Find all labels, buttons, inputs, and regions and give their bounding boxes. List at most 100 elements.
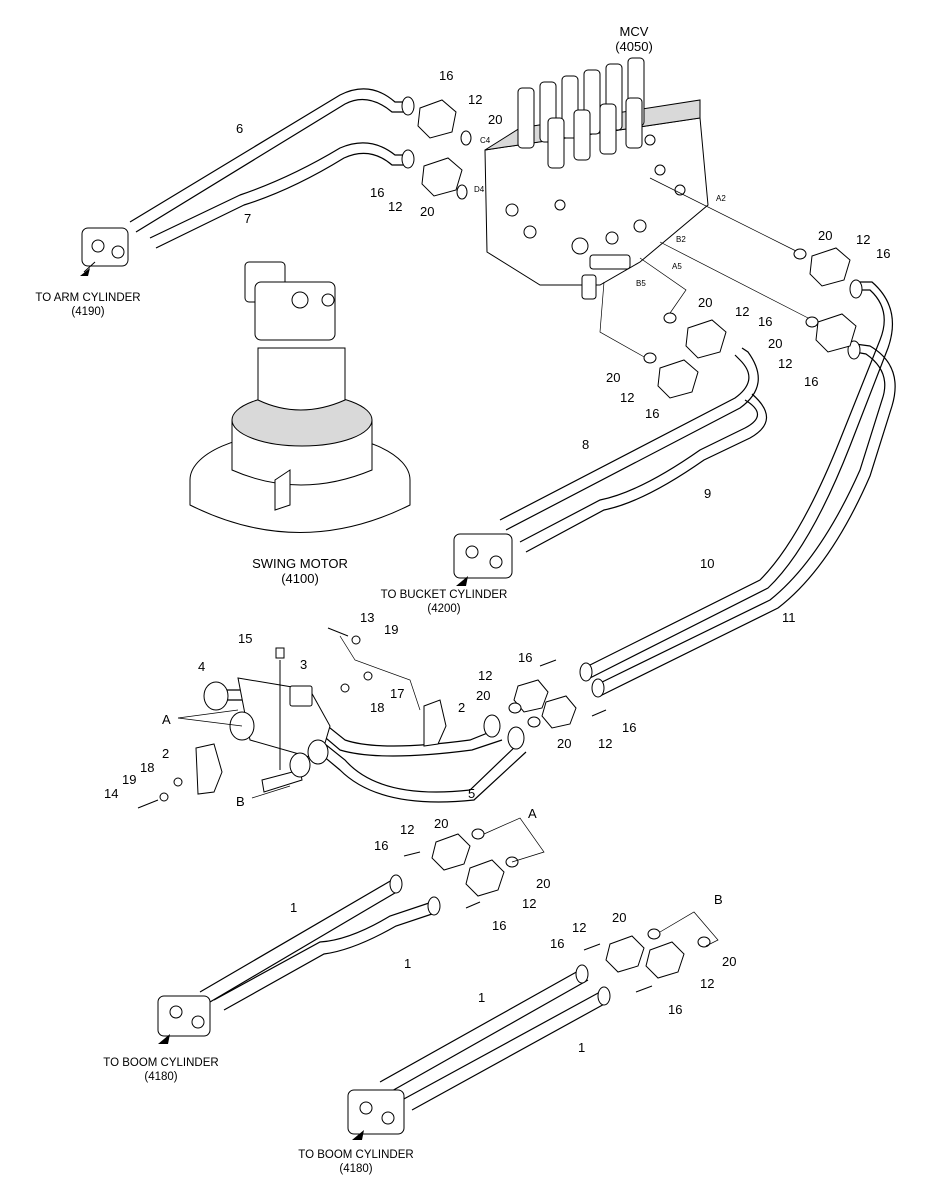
callout-12k: 12	[572, 920, 586, 935]
marker-b-right: B	[714, 892, 723, 907]
callout-8: 8	[582, 437, 589, 452]
bucket-cylinder-name: TO BUCKET CYLINDER	[381, 589, 508, 601]
callout-19b: 19	[122, 772, 136, 787]
callout-20g: 20	[476, 688, 490, 703]
callout-1a: 1	[290, 900, 297, 915]
callout-12h: 12	[598, 736, 612, 751]
split-flange-bucket-1	[685, 319, 727, 359]
hose-9	[519, 393, 768, 553]
port-d4-label: D4	[474, 185, 485, 194]
marker-a-left: A	[162, 712, 171, 727]
port-b5-label: B5	[636, 279, 646, 288]
callout-7: 7	[244, 211, 251, 226]
leader-a5	[639, 257, 687, 317]
callout-16g: 16	[518, 650, 532, 665]
o-ring-b2	[805, 316, 819, 328]
arm-cylinder-code: (4190)	[71, 306, 104, 318]
split-flange-boom-left-2	[465, 859, 505, 897]
split-flange-lower	[421, 157, 463, 197]
callout-16i: 16	[374, 838, 388, 853]
boom-hose-bottom	[379, 969, 609, 1111]
callout-4: 4	[198, 659, 205, 674]
o-ring-a5	[663, 312, 677, 324]
clamp-item-2-left	[195, 743, 223, 795]
callout-20l: 20	[722, 954, 736, 969]
split-flange-upper	[417, 99, 457, 139]
callout-1d: 1	[578, 1040, 585, 1055]
leader-a2	[649, 177, 799, 253]
callout-5: 5	[468, 786, 475, 801]
split-flange-a2	[809, 247, 851, 287]
hose-11	[593, 343, 896, 697]
clamp-item-2-right	[423, 699, 447, 747]
hose-6-end-fitting	[401, 96, 415, 116]
boom-left-code: (4180)	[144, 1071, 177, 1083]
callout-16k: 16	[550, 936, 564, 951]
mcv-valve-block	[484, 57, 709, 300]
callout-12g: 12	[478, 668, 492, 683]
split-flange-mid-1	[513, 679, 549, 713]
callout-16f: 16	[804, 374, 818, 389]
callout-16h: 16	[622, 720, 636, 735]
callout-16b: 16	[370, 185, 384, 200]
callout-6: 6	[236, 121, 243, 136]
boom-left-fitting-block	[157, 995, 211, 1037]
hose-11-end-fitting	[847, 340, 861, 360]
o-ring-d4	[456, 184, 468, 200]
callout-17: 17	[390, 686, 404, 701]
callout-12c: 12	[735, 304, 749, 319]
callout-20i: 20	[434, 816, 448, 831]
callout-18b: 18	[140, 760, 154, 775]
mcv-code: (4050)	[615, 39, 653, 54]
boom-bottom-arrow	[352, 1130, 364, 1140]
callout-1b: 1	[404, 956, 411, 971]
callout-13: 13	[360, 610, 374, 625]
callout-12b: 12	[388, 199, 402, 214]
o-ring-a2	[793, 248, 807, 260]
callout-18a: 18	[370, 700, 384, 715]
port-c4-label: C4	[480, 136, 491, 145]
bucket-cylinder-code: (4200)	[427, 603, 460, 615]
hose-10-end-fitting	[849, 279, 863, 299]
callout-16d: 16	[645, 406, 659, 421]
port-b2-label: B2	[676, 235, 686, 244]
callout-12i: 12	[400, 822, 414, 837]
o-ring-c4	[460, 130, 472, 146]
callout-16j: 16	[492, 918, 506, 933]
split-flange-boom-bottom-2	[645, 941, 685, 979]
callout-16a: 16	[439, 68, 453, 83]
boom-bottom-fitting-block	[347, 1089, 405, 1135]
o-ring-b5	[643, 352, 657, 364]
leader-a-lower	[483, 817, 545, 863]
callout-12f: 12	[778, 356, 792, 371]
hose-10	[579, 281, 894, 681]
callout-20f: 20	[768, 336, 782, 351]
callout-12d: 12	[620, 390, 634, 405]
split-flange-boom-left-1	[431, 833, 471, 871]
leader-b2	[659, 241, 813, 321]
flange-item-4	[203, 681, 229, 711]
callout-19a: 19	[384, 622, 398, 637]
callout-20c: 20	[698, 295, 712, 310]
mcv-name: MCV	[620, 24, 649, 39]
boom-bottom-name: TO BOOM CYLINDER	[298, 1149, 413, 1161]
callout-12a: 12	[468, 92, 482, 107]
split-flange-bucket-2	[657, 359, 699, 399]
marker-b-left: B	[236, 794, 245, 809]
port-a5-label: A5	[672, 262, 682, 271]
callout-2b: 2	[162, 746, 169, 761]
callout-20h: 20	[557, 736, 571, 751]
split-flange-mid-2	[541, 695, 577, 729]
marker-a-right: A	[528, 806, 537, 821]
arm-cylinder-name: TO ARM CYLINDER	[35, 292, 140, 304]
callout-12l: 12	[700, 976, 714, 991]
split-flange-b2	[815, 313, 857, 353]
callout-20j: 20	[536, 876, 550, 891]
boom-hose-left-upper	[199, 879, 439, 1011]
callout-12e: 12	[856, 232, 870, 247]
callout-9: 9	[704, 486, 711, 501]
hose-7-end-fitting	[401, 149, 415, 169]
callout-20b: 20	[420, 204, 434, 219]
arm-cylinder-arrow	[80, 268, 90, 276]
